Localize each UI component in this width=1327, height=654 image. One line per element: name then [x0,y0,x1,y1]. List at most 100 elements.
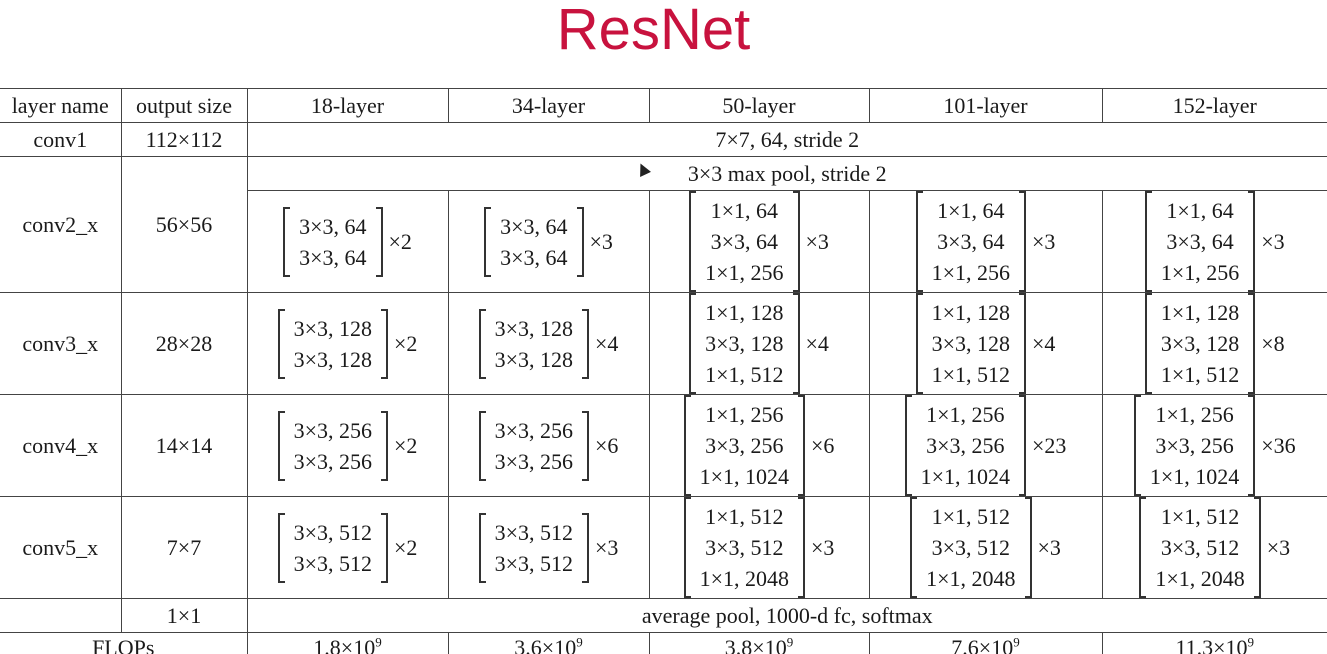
block-layer-line: 3×3, 128 [494,315,573,341]
block-bracket: 3×3, 64 3×3, 64 [283,206,383,277]
block-layer-line: 1×1, 128 [1160,300,1240,325]
flops-exponent: 9 [375,634,382,650]
block-multiplier: ×3 [595,534,619,560]
block-layer-line: 1×1, 512 [705,362,784,387]
block-layer-line: 1×1, 2048 [699,566,789,591]
block-multiplier: ×2 [394,330,418,356]
block-layer-line: 3×3, 64 [299,244,367,270]
layer-name-cell: conv2_x [0,156,122,293]
block-layer-line: 1×1, 256 [926,402,1005,427]
block-multiplier: ×3 [1261,228,1285,254]
block-multiplier: ×3 [805,228,829,254]
output-size-cell: 28×28 [120,292,248,395]
block-bracket: 1×1, 128 3×3, 128 1×1, 512 [1144,293,1256,394]
fc-spec-cell: average pool, 1000-d fc, softmax [246,598,1327,633]
header-cell: output size [120,88,248,123]
block-layer-line: 3×3, 64 [299,213,367,239]
block-layer-line: 3×3, 64 [1166,229,1234,254]
block-layer-line: 1×1, 512 [1160,504,1240,529]
block-multiplier: ×23 [1032,432,1067,458]
layer-name-cell: conv4_x [0,394,122,497]
block-cell: 1×1, 512 3×3, 512 1×1, 2048 ×3 [648,496,870,599]
flops-value-cell: 11.3×109 [1101,632,1327,654]
header-cell: layer name [0,88,122,123]
flops-value-cell: 7.6×109 [868,632,1103,654]
block-layer-line: 1×1, 256 [1160,260,1240,285]
block-layer-line: 3×3, 512 [705,535,784,560]
block-layer-line: 1×1, 1024 [1149,464,1240,489]
block-multiplier: ×3 [811,534,835,560]
flops-exponent: 9 [786,634,794,650]
block-multiplier: ×2 [394,432,418,458]
flops-base: 7.6×10 [951,635,1014,654]
maxpool-spec-cell: 3×3 max pool, stride 2 [246,156,1327,191]
header-row: layer name output size 18-layer 34-layer… [0,88,1327,123]
block-layer-line: 1×1, 64 [710,198,778,223]
flops-base: 11.3×10 [1175,635,1248,654]
block-layer-line: 3×3, 256 [926,433,1005,458]
block-layer-line: 1×1, 128 [931,300,1010,325]
block-layer-line: 1×1, 256 [705,402,784,427]
header-cell: 50-layer [648,88,870,123]
block-multiplier: ×4 [595,330,619,356]
flops-value-cell: 3.6×109 [447,632,650,654]
block-layer-line: 3×3, 128 [293,315,372,341]
flops-exponent: 9 [576,634,583,650]
block-layer-line: 1×1, 256 [931,260,1010,285]
block-multiplier: ×4 [805,330,829,356]
block-layer-line: 3×3, 128 [705,331,784,356]
block-layer-line: 1×1, 512 [705,504,784,529]
block-layer-line: 1×1, 512 [1160,362,1240,387]
block-layer-line: 3×3, 64 [500,244,568,270]
block-layer-line: 3×3, 512 [494,550,573,576]
block-multiplier: ×4 [1032,330,1056,356]
flops-base: 3.6×10 [514,635,577,654]
flops-value-cell: 3.8×109 [648,632,870,654]
block-layer-line: 1×1, 512 [931,362,1010,387]
block-layer-line: 3×3, 256 [293,448,372,474]
block-multiplier: ×3 [1032,228,1056,254]
header-cell: 34-layer [447,88,650,123]
flops-exponent: 9 [1247,634,1255,650]
flops-base: 3.8×10 [724,635,787,654]
block-layer-line: 3×3, 128 [1160,331,1240,356]
block-layer-line: 3×3, 512 [293,519,372,545]
